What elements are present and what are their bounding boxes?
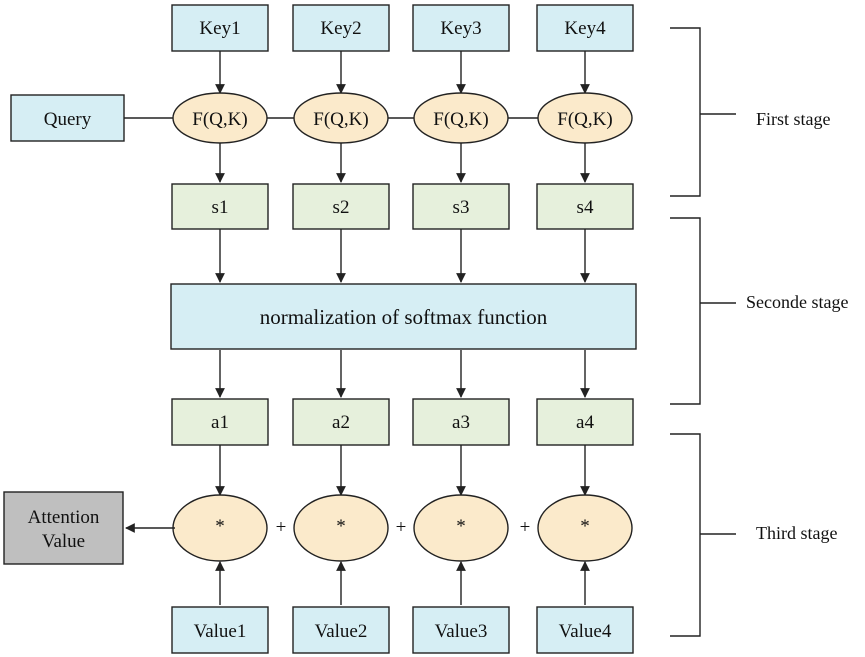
plus-sign-2: + xyxy=(396,517,407,538)
weight4-box xyxy=(536,398,634,446)
value2-label: Value2 xyxy=(315,621,368,642)
key4-box xyxy=(536,4,634,52)
softmax-label: normalization of softmax function xyxy=(260,305,548,329)
similarity-fn4-ellipse xyxy=(537,92,633,144)
similarity-fn2-ellipse xyxy=(293,92,389,144)
key2-label: Key2 xyxy=(320,18,361,39)
value3-label: Value3 xyxy=(435,621,488,642)
similarity-fn3-ellipse xyxy=(413,92,509,144)
value1-box xyxy=(171,606,269,654)
key2-box xyxy=(292,4,390,52)
multiply4-ellipse xyxy=(537,494,633,562)
value3-box xyxy=(412,606,510,654)
value4-label: Value4 xyxy=(559,621,612,642)
similarity-fn3-label: F(Q,K) xyxy=(433,109,488,130)
multiply3-ellipse xyxy=(413,494,509,562)
softmax-box xyxy=(170,283,637,350)
multiply2-label: * xyxy=(336,516,346,537)
attention-value-line-2: Value xyxy=(42,531,85,552)
value1-label: Value1 xyxy=(194,621,247,642)
multiply2-ellipse xyxy=(293,494,389,562)
plus-sign-1: + xyxy=(276,517,287,538)
weight2-label: a2 xyxy=(332,412,350,433)
weight3-box xyxy=(412,398,510,446)
similarity-fn1-label: F(Q,K) xyxy=(192,109,247,130)
score4-label: s4 xyxy=(577,197,594,218)
plus-sign-3: + xyxy=(520,517,531,538)
attention-value-box xyxy=(3,491,124,565)
third-stage-label: Third stage xyxy=(756,523,837,543)
weight1-label: a1 xyxy=(211,412,229,433)
weight2-box xyxy=(292,398,390,446)
key3-label: Key3 xyxy=(440,18,481,39)
first-stage-label: First stage xyxy=(756,109,831,129)
value2-box xyxy=(292,606,390,654)
second-stage-bracket xyxy=(670,217,701,405)
multiply3-label: * xyxy=(456,516,466,537)
query-label: Query xyxy=(44,109,92,130)
key4-label: Key4 xyxy=(564,18,606,39)
key3-box xyxy=(412,4,510,52)
weight4-label: a4 xyxy=(576,412,594,433)
key1-label: Key1 xyxy=(199,18,240,39)
key1-box xyxy=(171,4,269,52)
multiply1-label: * xyxy=(215,516,225,537)
score2-label: s2 xyxy=(333,197,350,218)
score2-box xyxy=(292,183,390,230)
third-stage-bracket xyxy=(670,433,701,637)
score1-label: s1 xyxy=(212,197,229,218)
score3-label: s3 xyxy=(453,197,470,218)
first-stage-bracket xyxy=(670,27,701,197)
similarity-fn1-ellipse xyxy=(172,92,268,144)
similarity-fn4-label: F(Q,K) xyxy=(557,109,612,130)
second-stage-label: Seconde stage xyxy=(746,292,848,312)
multiply4-label: * xyxy=(580,516,590,537)
attention-value-line-1: Attention xyxy=(28,507,100,528)
score4-box xyxy=(536,183,634,230)
similarity-fn2-label: F(Q,K) xyxy=(313,109,368,130)
score3-box xyxy=(412,183,510,230)
weight1-box xyxy=(171,398,269,446)
score1-box xyxy=(171,183,269,230)
value4-box xyxy=(536,606,634,654)
query-box xyxy=(10,94,125,142)
weight3-label: a3 xyxy=(452,412,470,433)
